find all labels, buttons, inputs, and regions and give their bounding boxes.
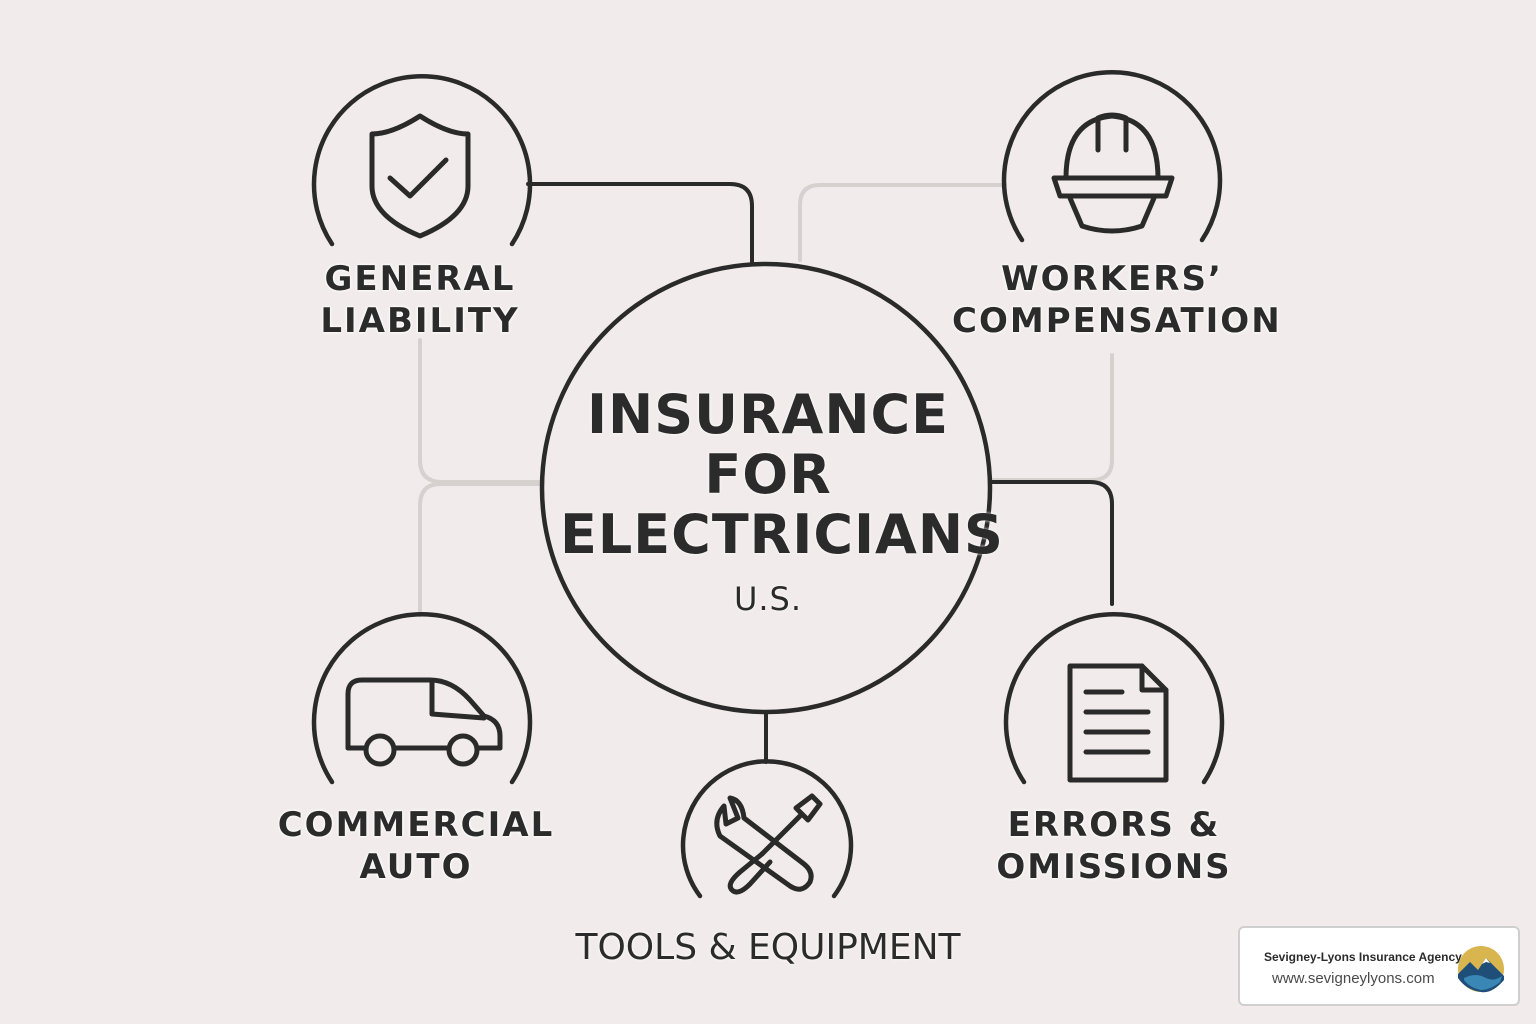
- label-general-liability-line2: LIABILITY: [320, 301, 520, 341]
- faint-connector-right-upper: [798, 183, 1007, 262]
- label-workers-compensation: WORKERS’ COMPENSATION: [952, 258, 1282, 342]
- connector-errors-omissions: [990, 480, 1114, 606]
- arc-workers-compensation: [1001, 70, 1223, 243]
- label-tools-equipment: TOOLS & EQUIPMENT: [575, 927, 961, 968]
- agency-name: Sevigney-Lyons Insurance Agency: [1264, 950, 1462, 964]
- shield-check-icon: [369, 113, 471, 239]
- arc-general-liability: [311, 74, 533, 247]
- arc-errors-omissions: [1003, 612, 1225, 785]
- hard-hat-icon: [1051, 112, 1175, 234]
- label-workers-compensation-line2: COMPENSATION: [952, 301, 1282, 341]
- arc-tools-equipment: [680, 759, 854, 899]
- center-title-line3: ELECTRICIANS: [560, 503, 1004, 566]
- label-errors-omissions-line2: OMISSIONS: [996, 847, 1232, 887]
- label-commercial-auto: COMMERCIAL AUTO: [276, 804, 556, 888]
- mountain-logo-icon: [1458, 946, 1504, 993]
- center-title-line1: INSURANCE: [586, 383, 950, 446]
- agency-url[interactable]: www.sevigneylyons.com: [1272, 970, 1435, 987]
- label-commercial-auto-line2: AUTO: [359, 847, 473, 887]
- center-title-line2: FOR: [704, 443, 832, 506]
- label-commercial-auto-line1: COMMERCIAL: [277, 805, 555, 845]
- agency-card[interactable]: Sevigney-Lyons Insurance Agency www.sevi…: [1238, 926, 1520, 1006]
- connector-general-liability: [526, 182, 754, 264]
- document-icon: [1067, 663, 1169, 783]
- arc-commercial-auto: [311, 612, 533, 785]
- label-general-liability: GENERAL LIABILITY: [300, 258, 540, 342]
- wrench-screwdriver-icon: [714, 793, 823, 895]
- label-workers-compensation-line1: WORKERS’: [1001, 259, 1223, 299]
- label-errors-omissions-line1: ERRORS &: [1007, 805, 1221, 845]
- label-errors-omissions: ERRORS & OMISSIONS: [994, 804, 1234, 888]
- van-icon: [345, 677, 503, 767]
- center-title: INSURANCE FOR ELECTRICIANS U.S.: [560, 383, 1004, 619]
- center-circle: [539, 261, 993, 715]
- center-subtitle: U.S.: [733, 580, 803, 618]
- faint-connector-right-mid: [990, 353, 1114, 482]
- label-general-liability-line1: GENERAL: [324, 259, 516, 299]
- faint-connector-left-upper: [418, 338, 547, 484]
- faint-connector-left-lower: [418, 482, 547, 617]
